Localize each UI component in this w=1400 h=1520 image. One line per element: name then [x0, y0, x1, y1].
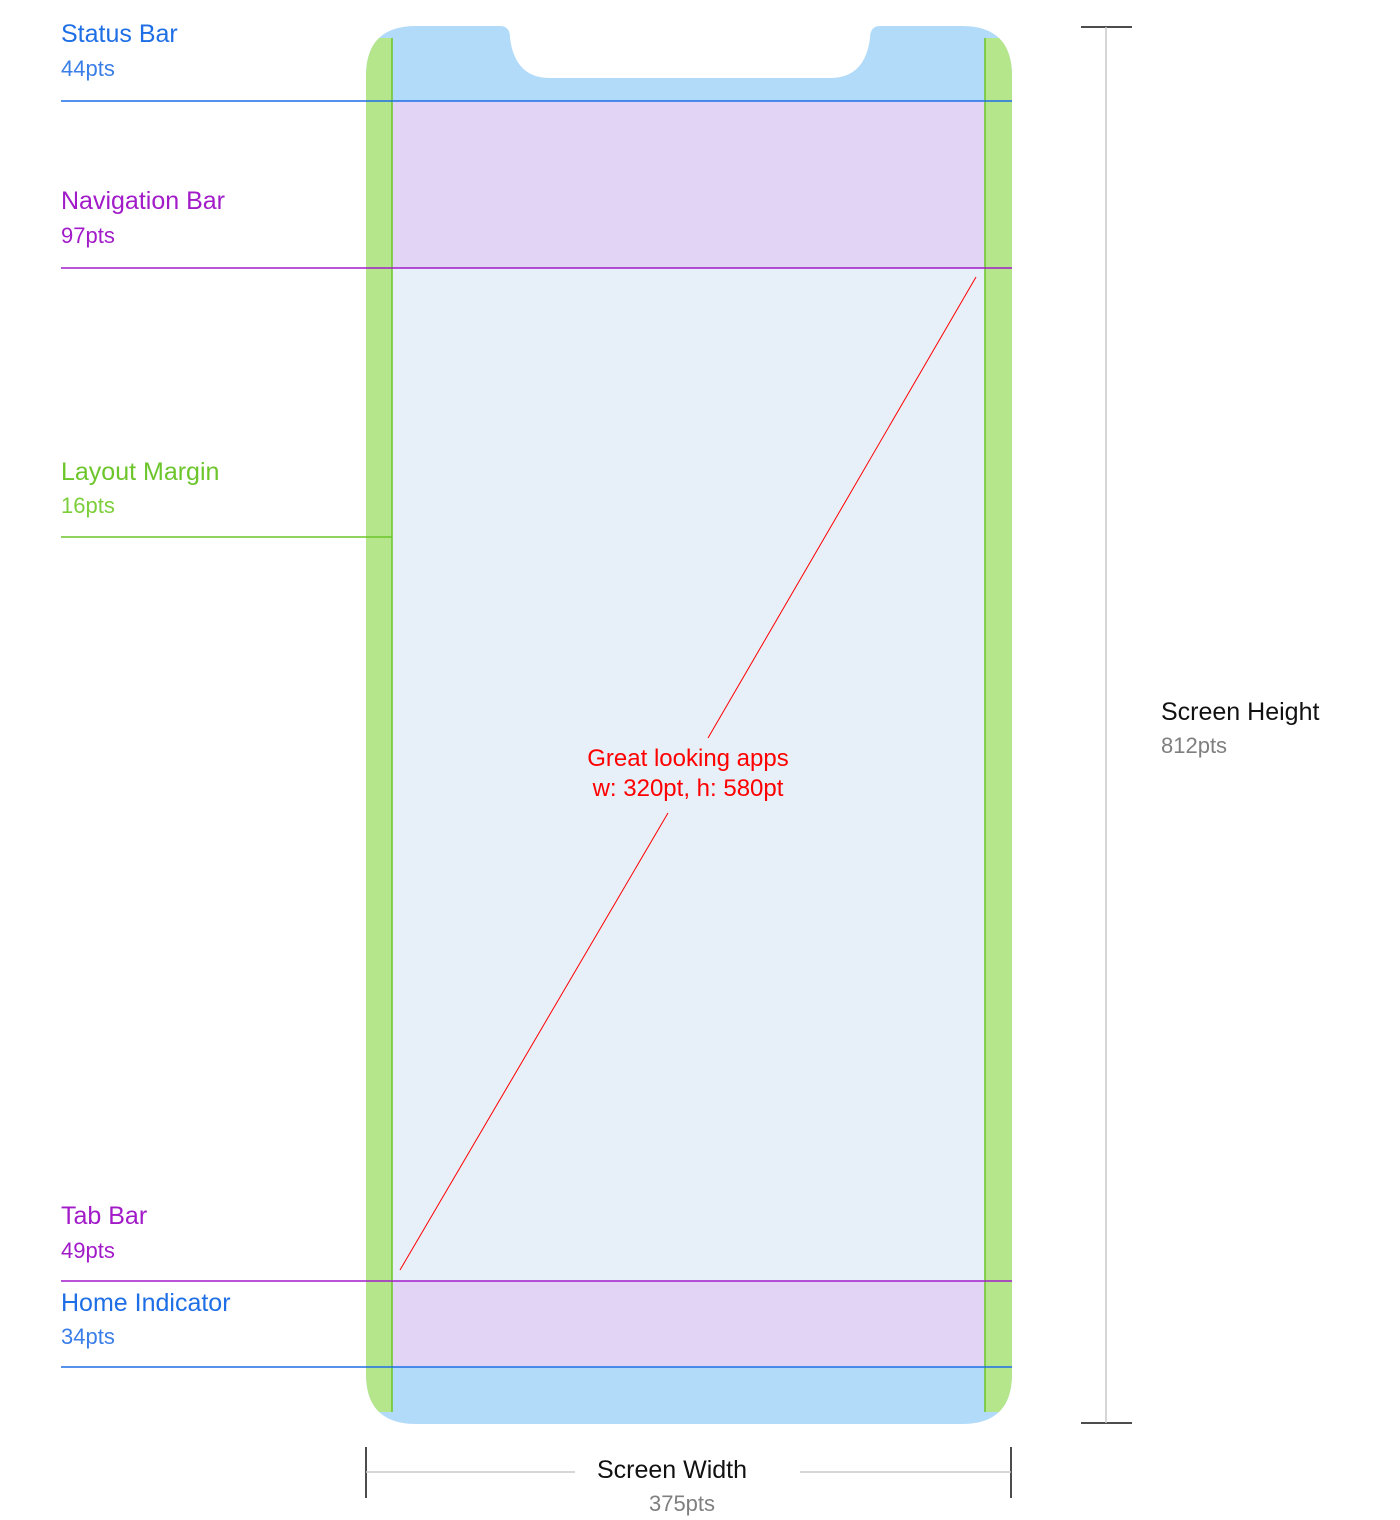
- content-area-title: Great looking apps: [587, 745, 788, 772]
- content-area-size: w: 320pt, h: 580pt: [592, 775, 784, 802]
- home-indicator-label: Home Indicator: [61, 1289, 231, 1317]
- navigation-bar-value: 97pts: [61, 223, 115, 248]
- screen-height-label: Screen Height: [1161, 698, 1319, 726]
- content-diagonal-lower: [399, 812, 669, 1271]
- screen-width-label: Screen Width: [597, 1456, 747, 1484]
- phone-screen: [366, 26, 1012, 1424]
- status-bar-value: 44pts: [61, 56, 115, 81]
- home-indicator-region: [366, 1367, 1012, 1424]
- status-bar-region: [366, 26, 1012, 101]
- tab-bar-label: Tab Bar: [61, 1202, 147, 1230]
- right-layout-margin: [985, 38, 1012, 1412]
- screen-height-value: 812pts: [1161, 733, 1227, 758]
- layout-margin-value: 16pts: [61, 493, 115, 518]
- content-region: [366, 268, 1012, 1281]
- layout-margin-label: Layout Margin: [61, 458, 219, 486]
- content-diagonal-upper: [707, 276, 977, 739]
- screen-width-value: 375pts: [649, 1491, 715, 1516]
- tab-bar-value: 49pts: [61, 1238, 115, 1263]
- home-indicator-value: 34pts: [61, 1324, 115, 1349]
- navigation-bar-region: [366, 101, 1012, 268]
- tab-bar-region: [366, 1281, 1012, 1367]
- status-bar-label: Status Bar: [61, 20, 178, 48]
- navigation-bar-label: Navigation Bar: [61, 187, 225, 215]
- left-layout-margin: [366, 38, 392, 1412]
